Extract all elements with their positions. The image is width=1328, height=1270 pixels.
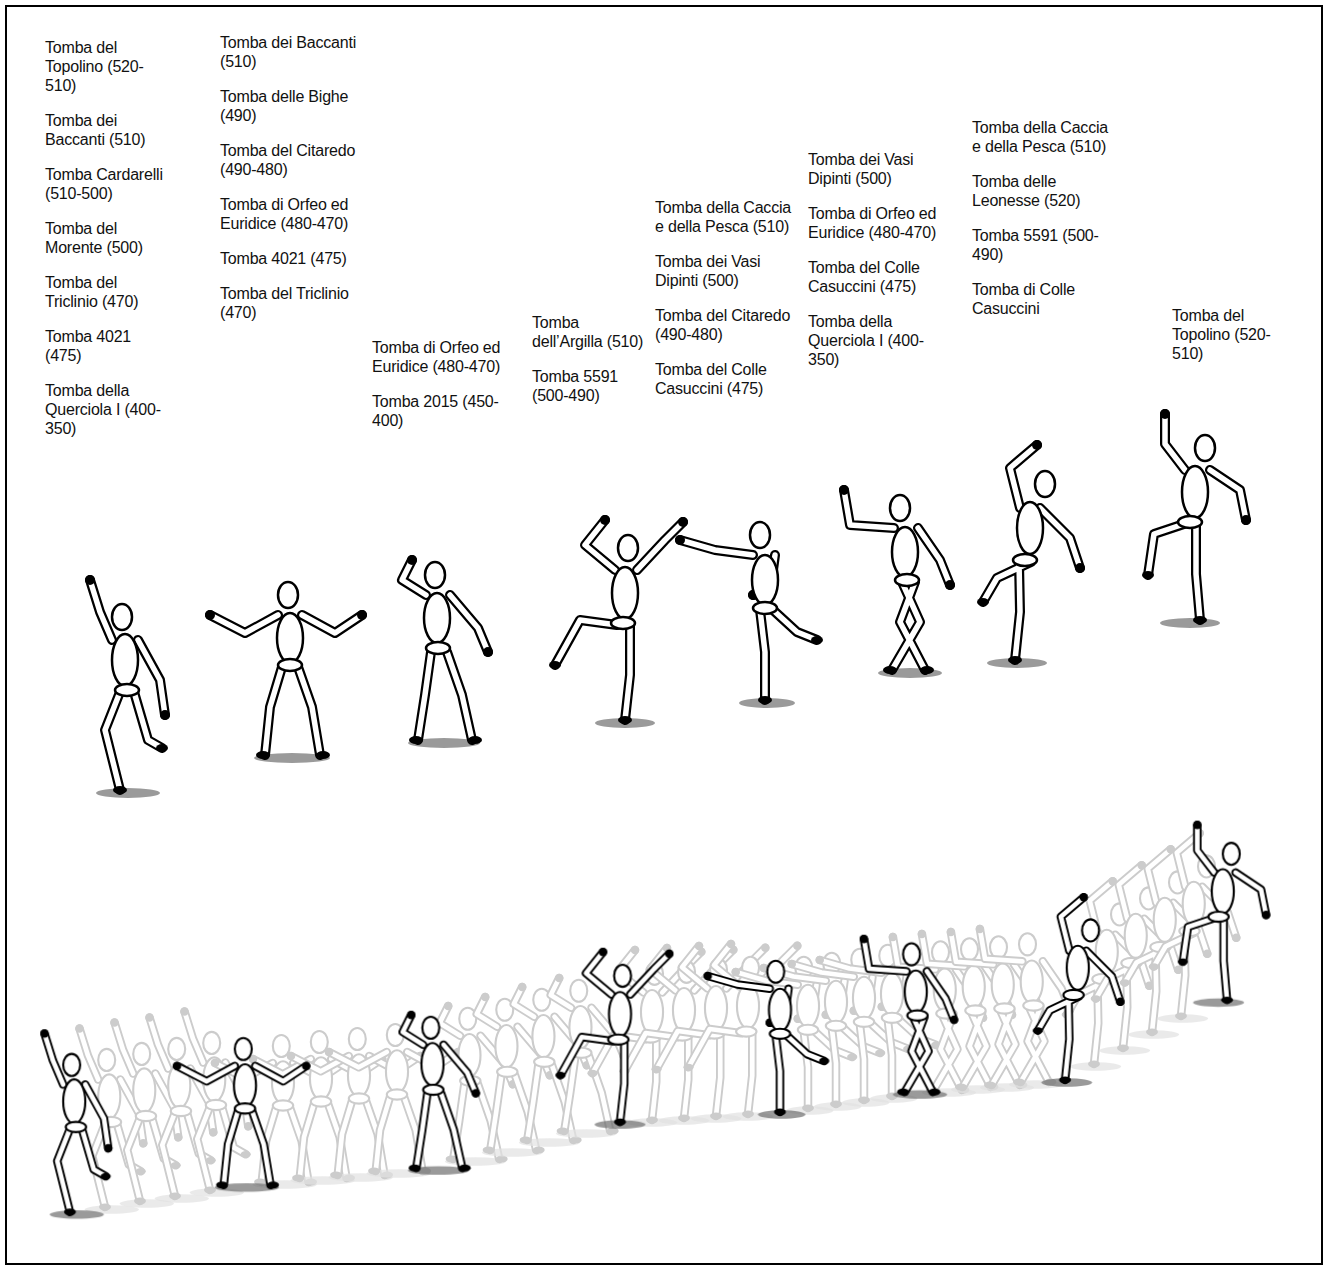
dancer-figure xyxy=(40,1029,112,1219)
tomb-label: Tomba di Orfeo ed Euridice (480-470) xyxy=(372,338,512,376)
dancer-figure xyxy=(1178,821,1271,1007)
tomb-label: Tomba delle Leonesse (520) xyxy=(972,172,1112,210)
tomb-list: Tomba dell’Argilla (510) Tomba 5591 (500-… xyxy=(532,313,650,405)
tomb-label: Tomba 5591 (500-490) xyxy=(972,226,1112,264)
tomb-label: Tomba della Querciola I (400-350) xyxy=(45,381,163,438)
dancer-figure xyxy=(675,522,823,708)
tomb-label: Tomba dei Baccanti (510) xyxy=(220,33,360,71)
tomb-label: Tomba dei Vasi Dipinti (500) xyxy=(655,252,795,290)
tomb-label: Tomba dei Baccanti (510) xyxy=(45,111,163,149)
tomb-label: Tomba 4021 (475) xyxy=(220,249,360,268)
dance-sequence-row xyxy=(40,821,1270,1219)
tomb-list: Tomba della Caccia e della Pesca (510) To… xyxy=(972,118,1112,318)
tomb-label: Tomba del Triclinio (470) xyxy=(45,273,163,311)
tomb-list: Tomba del Topolino (520-510) Tomba dei Ba… xyxy=(45,38,163,438)
tomb-label: Tomba dei Vasi Dipinti (500) xyxy=(808,150,948,188)
tomb-list: Tomba dei Baccanti (510) Tomba delle Bigh… xyxy=(220,33,360,322)
tomb-label: Tomba del Citaredo (490-480) xyxy=(655,306,795,344)
dancer-figure xyxy=(839,485,955,678)
tomb-label: Tomba di Colle Casuccini xyxy=(972,280,1112,318)
tomb-label: Tomba 2015 (450-400) xyxy=(372,392,512,430)
tomb-label: Tomba del Morente (500) xyxy=(45,219,163,257)
motion-trail xyxy=(75,829,1240,1214)
dancer-figure xyxy=(403,1011,480,1175)
dancer-figure xyxy=(704,961,830,1119)
dancer-figure xyxy=(555,948,673,1129)
tomb-label: Tomba del Citaredo (490-480) xyxy=(220,141,360,179)
tomb-list: Tomba della Caccia e della Pesca (510) To… xyxy=(655,198,795,398)
dancer-figure xyxy=(860,935,959,1099)
dancer-figure xyxy=(549,515,688,728)
tomb-label: Tomba della Querciola I (400-350) xyxy=(808,312,948,369)
tomb-label: Tomba del Colle Casuccini (475) xyxy=(808,258,948,296)
tomb-label: Tomba del Triclinio (470) xyxy=(220,284,360,322)
dancer-figure xyxy=(173,1038,311,1192)
tomb-label: Tomba dell’Argilla (510) xyxy=(532,313,650,351)
dancer-figure xyxy=(977,440,1085,668)
tomb-list: Tomba di Orfeo ed Euridice (480-470) Tomb… xyxy=(372,338,512,430)
dance-figure-row xyxy=(85,409,1251,798)
dancer-figure xyxy=(1033,893,1125,1087)
tomb-list: Tomba del Topolino (520-510) xyxy=(1172,306,1290,363)
tomb-label: Tomba di Orfeo ed Euridice (480-470) xyxy=(220,195,360,233)
tomb-label: Tomba del Topolino (520-510) xyxy=(45,38,163,95)
dancer-figure xyxy=(205,582,367,763)
tomb-label: Tomba del Topolino (520-510) xyxy=(1172,306,1290,363)
tomb-label: Tomba della Caccia e della Pesca (510) xyxy=(972,118,1112,156)
tomb-label: Tomba 4021 (475) xyxy=(45,327,163,365)
dancer-figure xyxy=(1142,409,1251,628)
tomb-label: Tomba di Orfeo ed Euridice (480-470) xyxy=(808,204,948,242)
dancer-figure xyxy=(85,575,170,798)
tomb-label: Tomba della Caccia e della Pesca (510) xyxy=(655,198,795,236)
tomb-list: Tomba dei Vasi Dipinti (500) Tomba di Orf… xyxy=(808,150,948,369)
tomb-label: Tomba delle Bighe (490) xyxy=(220,87,360,125)
tomb-label: Tomba Cardarelli (510-500) xyxy=(45,165,163,203)
dancer-figure xyxy=(402,555,493,748)
frame-border xyxy=(6,6,1322,1264)
tomb-label: Tomba 5591 (500-490) xyxy=(532,367,650,405)
tomb-label: Tomba del Colle Casuccini (475) xyxy=(655,360,795,398)
